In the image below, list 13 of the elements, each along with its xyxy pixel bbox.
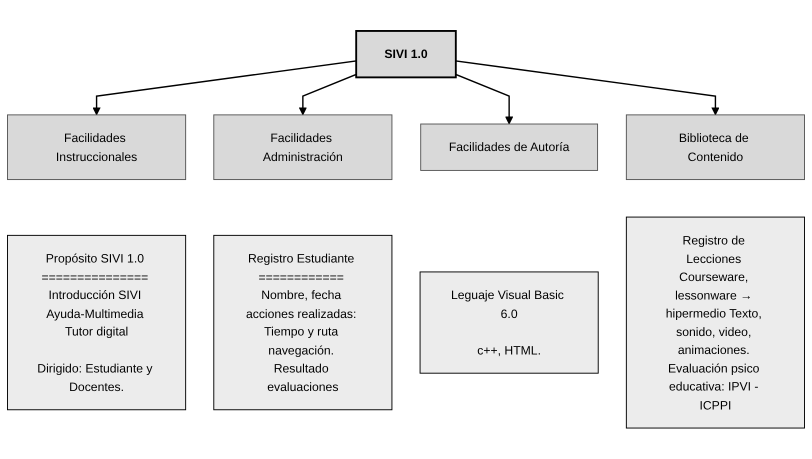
- node-box: Facilidades Administración: [213, 114, 392, 180]
- node-box: SIVI 1.0: [355, 30, 457, 78]
- arrow: [298, 74, 356, 116]
- arrow: [456, 74, 514, 124]
- arrow: [456, 60, 720, 116]
- node-box: Propósito SIVI 1.0 =============== Introducción SIVI Ayuda-Multimedia Tutor digital Dirigido: Estudiante y Docentes.: [7, 234, 186, 410]
- arrow: [92, 60, 356, 116]
- node-box: Registro Estudiante ============ Nombre, fecha acciones realizadas: Tiempo y ruta navegación. Resultado evaluaciones: [213, 234, 392, 410]
- node-box: Biblioteca de Contenido: [626, 114, 805, 180]
- node-box: Registro de Lecciones Courseware, lessonware → hipermedio Texto, sonido, video, animaciones. Evaluación psico educativa: IPVI - ICPPI: [626, 216, 805, 429]
- node-box: Leguaje Visual Basic 6.0 c++, HTML.: [420, 271, 599, 374]
- node-box: Facilidades de Autoría: [420, 124, 598, 171]
- node-box: Facilidades Instruccionales: [7, 114, 186, 180]
